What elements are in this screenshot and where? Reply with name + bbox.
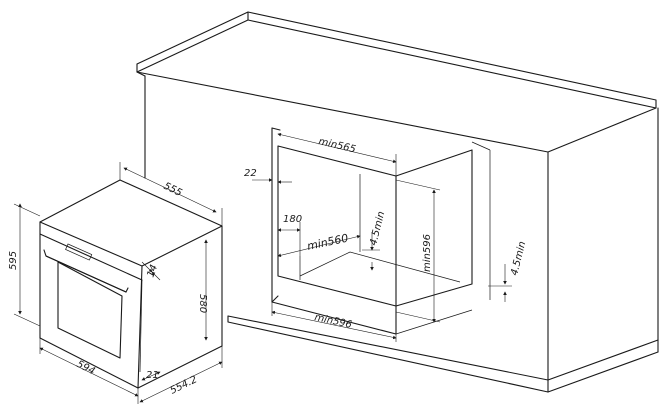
dim-min565: min565	[317, 136, 356, 155]
dimension-labels: min565 22 180 min560 4.5min min596 4.5mi…	[8, 136, 528, 396]
dim-554-2: 554.2	[168, 374, 199, 396]
dim-min596-vertical: min596	[422, 234, 433, 272]
dim-580: 580	[197, 294, 208, 313]
dim-21: 21	[146, 370, 159, 381]
oven	[39, 179, 223, 389]
dim-594: 594	[75, 359, 97, 377]
dim-595: 595	[8, 251, 19, 270]
dim-22: 22	[244, 168, 257, 179]
cabinet	[136, 11, 659, 393]
dim-4-5min-right: 4.5min	[509, 240, 528, 276]
dim-min596-horizontal: min596	[313, 312, 352, 331]
dim-min560: min560	[306, 232, 350, 253]
dim-14: 14	[145, 263, 160, 279]
dim-4-5min-niche: 4.5min	[368, 210, 387, 246]
dim-180: 180	[283, 214, 302, 225]
dimension-lines	[13, 132, 512, 404]
dim-555: 555	[162, 181, 184, 199]
